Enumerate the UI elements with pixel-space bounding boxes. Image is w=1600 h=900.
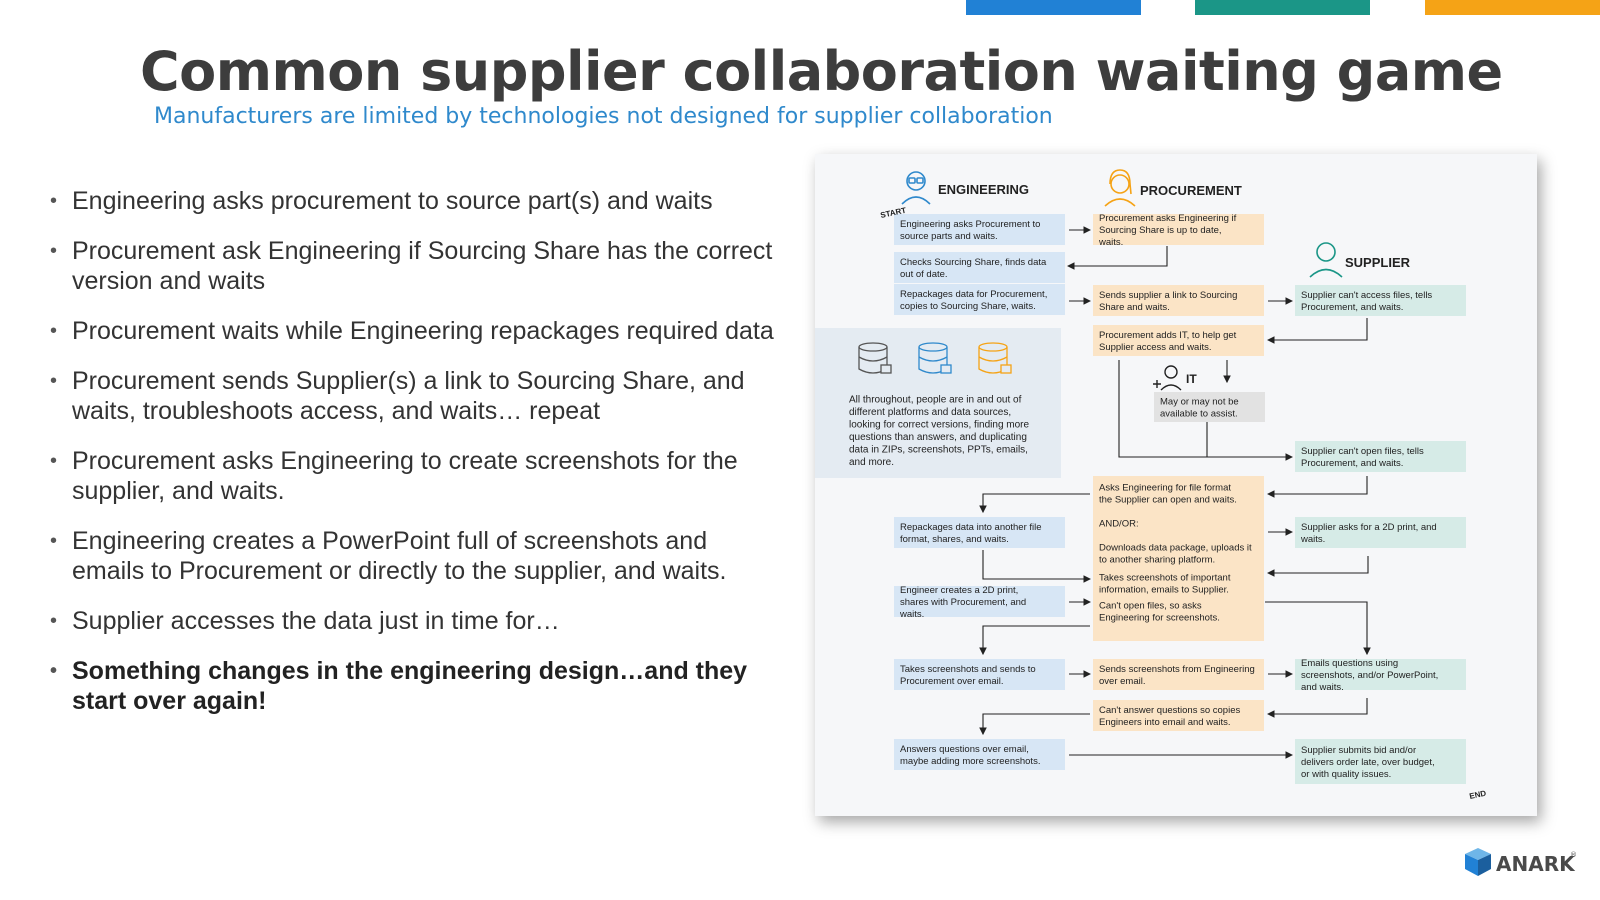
logo-registered: ® bbox=[1570, 851, 1577, 859]
flow-arrow bbox=[979, 713, 1090, 736]
bullet-item: Engineering creates a PowerPoint full of… bbox=[48, 526, 778, 586]
end-label: END bbox=[1469, 789, 1488, 801]
top-bar-blue bbox=[966, 0, 1141, 15]
page-title: Common supplier collaboration waiting ga… bbox=[140, 40, 1503, 103]
flow-arrow bbox=[1118, 360, 1294, 461]
procurement-icon bbox=[1104, 169, 1136, 207]
info-panel-text: All throughout, people are in and out of… bbox=[849, 395, 1030, 469]
eng-step-3 bbox=[894, 284, 1065, 315]
proc-step-4 bbox=[1093, 478, 1264, 508]
engineer-icon bbox=[901, 171, 931, 205]
proc-step-6 bbox=[1093, 538, 1264, 568]
sup-step-4 bbox=[1295, 659, 1466, 690]
sup-step-3 bbox=[1295, 517, 1466, 548]
bullet-item-final: Something changes in the engineering des… bbox=[48, 656, 778, 716]
flow-arrow bbox=[1266, 698, 1368, 718]
database-icon bbox=[918, 342, 952, 374]
bullet-item: Procurement ask Engineering if Sourcing … bbox=[48, 236, 778, 296]
sup-step-2 bbox=[1295, 441, 1466, 472]
flow-arrow bbox=[1066, 246, 1168, 270]
bullet-item: Procurement waits while Engineering repa… bbox=[48, 316, 778, 346]
proc-step-2 bbox=[1093, 285, 1264, 316]
page-subtitle: Manufacturers are limited by technologie… bbox=[154, 104, 1053, 129]
it-header: IT bbox=[1186, 372, 1197, 386]
eng-step-5-text: Engineer creates a 2D print,shares with … bbox=[899, 585, 1026, 620]
eng-step-3-text: Repackages data for Procurement,copies t… bbox=[900, 289, 1047, 312]
bullet-item: Procurement sends Supplier(s) a link to … bbox=[48, 366, 778, 426]
bullet-item: Engineering asks procurement to source p… bbox=[48, 186, 778, 216]
flowchart-panel: All throughout, people are in and out of… bbox=[815, 154, 1537, 816]
eng-step-6 bbox=[894, 659, 1065, 690]
supplier-header: SUPPLIER bbox=[1345, 255, 1411, 270]
it-icon bbox=[1153, 365, 1182, 391]
eng-step-7-text: Answers questions over email,maybe addin… bbox=[900, 744, 1040, 767]
eng-step-1 bbox=[894, 214, 1065, 245]
flow-arrow bbox=[979, 493, 1090, 514]
bullet-list: Engineering asks procurement to source p… bbox=[48, 186, 778, 736]
cube-icon bbox=[1465, 848, 1491, 876]
info-panel bbox=[843, 386, 1053, 474]
top-bar-orange bbox=[1425, 0, 1600, 15]
sup-step-1 bbox=[1295, 285, 1466, 316]
it-step bbox=[1154, 392, 1265, 422]
anark-logo: ANARK ® bbox=[1462, 845, 1580, 881]
eng-step-4 bbox=[894, 517, 1065, 548]
flow-arrow bbox=[1266, 476, 1368, 498]
flowchart: All throughout, people are in and out of… bbox=[815, 169, 1488, 801]
flow-arrow bbox=[1266, 556, 1369, 577]
proc-step-8 bbox=[1093, 596, 1264, 626]
database-icon bbox=[858, 342, 892, 374]
engineering-header: ENGINEERING bbox=[938, 182, 1029, 197]
database-icon bbox=[978, 342, 1012, 374]
eng-step-7 bbox=[894, 739, 1065, 770]
supplier-icon bbox=[1309, 242, 1343, 278]
proc-step-9 bbox=[1093, 659, 1264, 690]
proc-step-7 bbox=[1093, 568, 1264, 598]
proc-step-1 bbox=[1093, 214, 1264, 245]
proc-step-10 bbox=[1093, 700, 1264, 731]
eng-step-2 bbox=[894, 252, 1065, 283]
sup-step-5 bbox=[1295, 739, 1466, 784]
bullet-item: Procurement asks Engineering to create s… bbox=[48, 446, 778, 506]
proc-step-3 bbox=[1093, 325, 1264, 356]
bullet-item: Supplier accesses the data just in time … bbox=[48, 606, 778, 636]
top-bar-teal bbox=[1195, 0, 1370, 15]
procurement-header: PROCUREMENT bbox=[1140, 183, 1242, 198]
proc-step-5-text: AND/OR: bbox=[1099, 519, 1139, 530]
flow-arrow bbox=[982, 550, 1092, 583]
flow-arrow bbox=[1266, 318, 1368, 344]
flow-arrow bbox=[979, 625, 1090, 656]
eng-step-5 bbox=[894, 586, 1065, 617]
logo-text: ANARK bbox=[1496, 852, 1576, 876]
flow-arrow bbox=[1265, 601, 1371, 656]
proc-step-5 bbox=[1093, 514, 1264, 532]
